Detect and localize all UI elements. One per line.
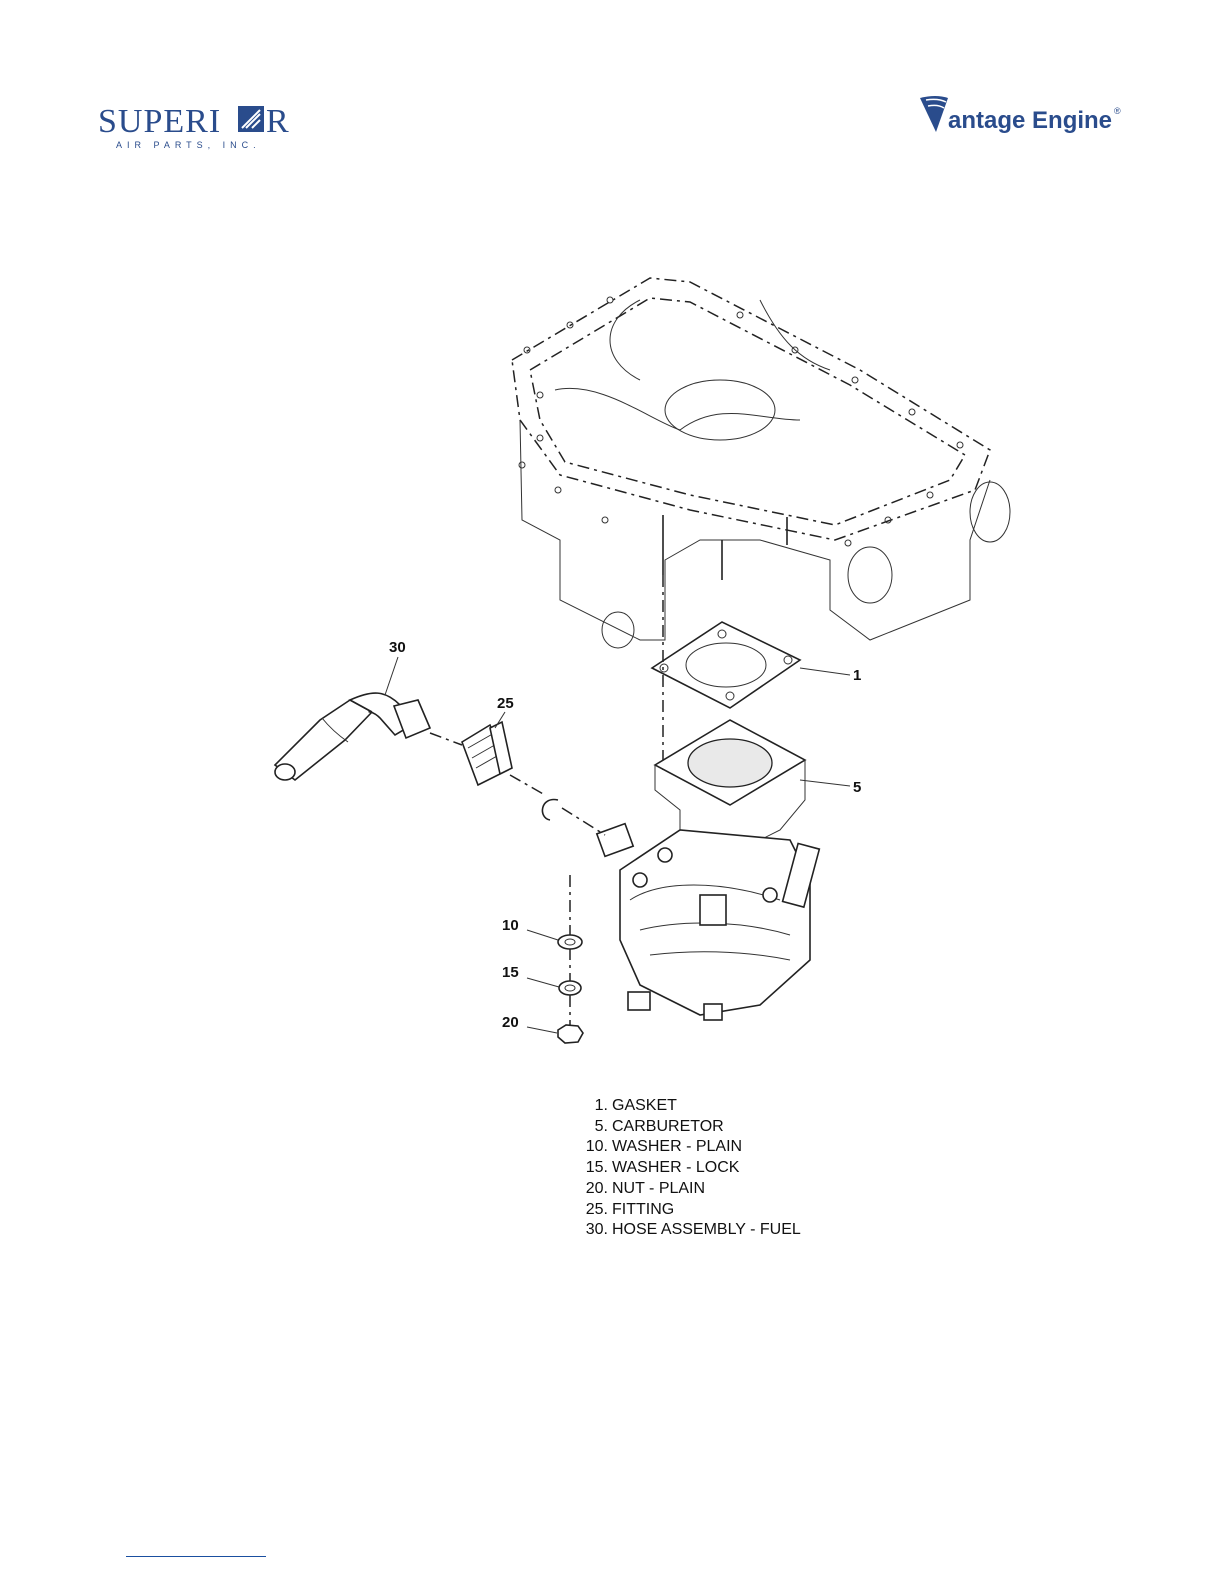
legend-item: 15.WASHER - LOCK bbox=[580, 1158, 880, 1179]
leader-10 bbox=[527, 930, 558, 940]
callout-10: 10 bbox=[502, 917, 519, 934]
parts-legend: 1.GASKET 5.CARBURETOR 10.WASHER - PLAIN … bbox=[580, 1096, 880, 1241]
legend-item: 30.HOSE ASSEMBLY - FUEL bbox=[580, 1220, 880, 1241]
gasket-part-1 bbox=[652, 622, 800, 708]
legend-item: 10.WASHER - PLAIN bbox=[580, 1137, 880, 1158]
callout-30: 30 bbox=[389, 639, 406, 656]
callout-20: 20 bbox=[502, 1014, 519, 1031]
hose-assembly-part-30 bbox=[275, 693, 430, 780]
washer-lock-part-15 bbox=[559, 981, 581, 995]
callout-5: 5 bbox=[853, 779, 861, 796]
washer-plain-part-10 bbox=[558, 935, 582, 949]
leader-15 bbox=[527, 978, 559, 987]
nut-plain-part-20 bbox=[558, 1025, 583, 1043]
legend-item: 1.GASKET bbox=[580, 1096, 880, 1117]
callout-25: 25 bbox=[497, 695, 514, 712]
o-ring bbox=[542, 800, 558, 820]
legend-item: 25.FITTING bbox=[580, 1200, 880, 1221]
footer-rule bbox=[126, 1556, 266, 1557]
carburetor-part-5 bbox=[597, 720, 820, 1020]
legend-item: 5.CARBURETOR bbox=[580, 1117, 880, 1138]
leader-5 bbox=[800, 780, 850, 786]
callout-1: 1 bbox=[853, 667, 861, 684]
legend-item: 20.NUT - PLAIN bbox=[580, 1179, 880, 1200]
callout-15: 15 bbox=[502, 964, 519, 981]
leader-1 bbox=[800, 668, 850, 675]
oil-sump-outline bbox=[512, 278, 1010, 648]
leader-30 bbox=[385, 657, 398, 695]
leader-20 bbox=[527, 1027, 557, 1033]
fitting-part-25 bbox=[462, 722, 512, 785]
